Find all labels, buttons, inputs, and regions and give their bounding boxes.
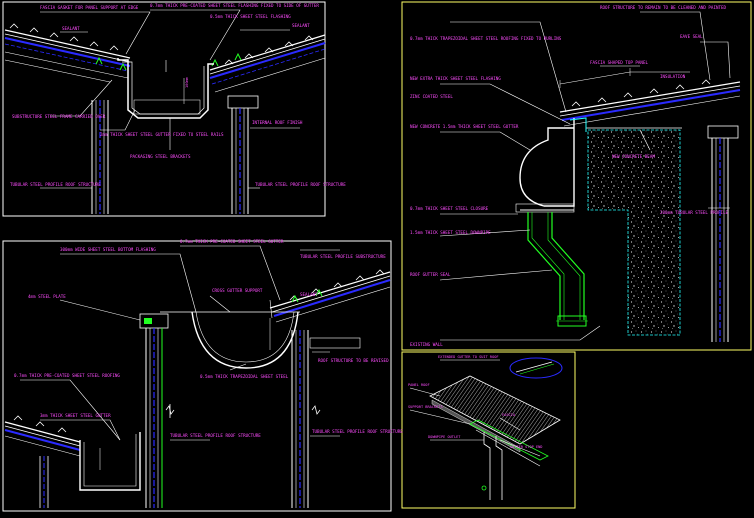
note-brackets: PACKAGING STEEL BRACKETS [130,154,191,159]
iso-roof-panel [429,375,561,453]
note-sealant-right: SEALANT [292,23,310,28]
note-closure: 0.7mm THICK SHEET STEEL CLOSURE [410,206,489,211]
detail-eaves-gutter [439,11,741,342]
downpipe [527,212,588,327]
iso-leaders [409,359,541,457]
note-sheet-flashing: 0.5mm THICK SHEET STEEL FLASHING [210,14,291,19]
right-roof-build-up [209,34,326,93]
note-tubular-left-valley: TUBULAR STEEL PROFILE ROOF STRUCTURE [170,433,261,438]
note-tubular-200: 200mm TUBULAR STEEL PROFILE [660,210,729,215]
note-fascia: FASCIA [502,413,516,417]
half-round-gutter [160,311,300,369]
note-revised: ROOF STRUCTURE TO BE REVISED [318,358,389,363]
note-bottom-flashing: 300mm WIDE SHEET STEEL BOTTOM FLASHING [60,247,156,252]
bottom-left-notes: TUBULAR STEEL PROFILE SUBSTRUCTURE 300mm… [14,239,403,438]
left-support-column [91,100,109,214]
note-3mm-gutter: 3mm THICK SHEET STEEL GUTTER [40,413,111,418]
note-05-trapezoidal: 0.5mm THICK TRAPEZOIDAL SHEET STEEL [200,374,289,379]
eaves-roof-build-up [559,68,741,127]
note-sealant-valley: SEALANT [300,292,318,297]
eaves-gutter-profile [515,117,587,213]
svg-text:100mm: 100mm [185,77,189,88]
note-precoated-roofing: 0.7mm THICK PRE-COATED SHEET STEEL ROOFI… [14,373,120,378]
concrete-beam [586,127,682,336]
bottom-left-leaders [20,245,340,441]
note-roof-structure: ROOF STRUCTURE TO REMAIN TO BE CLEANED A… [600,5,727,10]
iso-gutter-run [469,419,549,467]
note-panel-roof: PANEL ROOF [408,383,430,387]
panel-frame-top-left [2,1,326,217]
note-tubular-left: TUBULAR STEEL PROFILE ROOF STRUCTURE [10,182,101,187]
valley-right-column [291,330,361,508]
note-tubular-right: TUBULAR STEEL PROFILE ROOF STRUCTURE [255,182,346,187]
note-fascia-gasket: FASCIA GASKET FOR PANEL SUPPORT AT EDGE [40,5,139,10]
note-tubular-sub: TUBULAR STEEL PROFILE SUBSTRUCTURE [300,254,386,259]
note-downpipe: 1.5mm THICK SHEET STEEL DOWNPIPE [410,230,491,235]
panel-frame-iso [401,351,576,509]
note-extended-gutter: EXTENDED GUTTER TO SUIT ROOF [438,355,499,359]
note-steel-plate: 4mm STEEL PLATE [28,294,66,299]
right-steel-column [707,125,739,342]
note-stop-end: GUTTER STOP END [510,445,542,449]
note-trapezoidal-roofing: 0.7mm THICK TRAPEZOIDAL SHEET STEEL ROOF… [410,36,562,41]
note-insulation: INSULATION [660,74,686,79]
iso-downpipe [481,432,503,500]
note-substructure: SUBSTRUCTURE STEEL FRAME CARRIED OVER [12,114,106,119]
box-gutter-section: 100mm [117,58,214,119]
note-internal-finish: INTERNAL ROOF FINISH [252,120,303,125]
detail-isometric-gutter [409,357,563,500]
note-cross-support: CROSS GUTTER SUPPORT [212,288,263,293]
note-fascia-panel: FASCIA SHAPED TOP PANEL [590,60,648,65]
iso-detail-bubble [509,357,563,379]
note-eave-seal: EAVE SEAL [680,34,703,39]
right-support-column [227,95,259,214]
top-left-notes: FASCIA GASKET FOR PANEL SUPPORT AT EDGE … [10,3,346,187]
note-zinc-coated: ZINC COATED STEEL [410,94,453,99]
note-steel-gutter: 2mm THICK SHEET STEEL GUTTER FIXED TO ST… [100,132,224,137]
note-tubular-right-valley: TUBULAR STEEL PROFILE ROOF STRUCTURE [312,429,403,434]
panel-frame-bottom-left [2,240,392,512]
detail-box-gutter: 100mm [4,9,326,214]
note-flashing-fixed: 0.7mm THICK PRE-COATED SHEET STEEL FLASH… [150,3,319,8]
note-downpipe-outlet: DOWNPIPE OUTLET [428,435,461,439]
note-existing-wall: EXISTING WALL [410,342,443,347]
note-extra-flashing: NEW EXTRA THICK SHEET STEEL FLASHING [410,76,501,81]
valley-right-roof [269,269,391,323]
note-gutter-seal: ROOF GUTTER SEAL [410,272,451,277]
note-sealant-left: SEALANT [62,26,80,31]
note-precoated-gutter: 0.7mm THICK PRE-COATED SHEET STEEL GUTTE… [180,239,284,244]
top-left-leaders [40,9,300,189]
note-concrete-beam: NEW CONCRETE BEAM [612,154,655,159]
right-notes: 0.7mm THICK TRAPEZOIDAL SHEET STEEL ROOF… [410,5,729,347]
note-gutter-new: NEW CONCRETE 1.5mm THICK SHEET STEEL GUT… [410,124,519,129]
valley-left-column [139,313,175,508]
iso-notes: EXTENDED GUTTER TO SUIT ROOF PANEL ROOF … [408,355,542,449]
left-roof-build-up [4,23,131,83]
valley-lower-left-roof [4,415,141,508]
note-support-brackets: SUPPORT BRACKETS [408,405,443,409]
detail-valley-gutter [4,245,391,508]
right-leaders [439,11,731,341]
panel-frame-right [401,1,752,351]
